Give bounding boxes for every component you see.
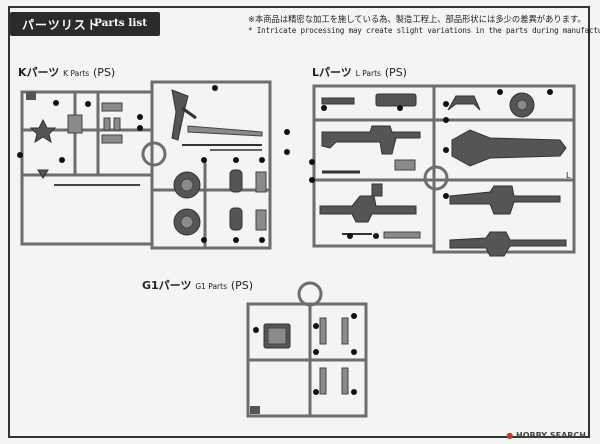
l-part-gun-barrel <box>321 97 355 105</box>
g1-parts-label: G1パーツ G1 Parts (PS) <box>142 279 254 292</box>
manufacturing-note-jp: ※本商品は精密な加工を施している為、製造工程上、部品形状には多少の差異があります… <box>248 14 586 24</box>
l-part-chainsaw <box>451 129 567 167</box>
k-parts-runner <box>17 80 290 250</box>
title-en: Parts list <box>94 17 148 29</box>
page-frame <box>8 6 590 438</box>
k-part-long-blade <box>187 125 263 137</box>
l-part-claw <box>447 95 481 111</box>
k-parts-label: Kパーツ K Parts (PS) <box>18 66 116 79</box>
k-part-bracket <box>101 102 123 112</box>
l-part-heavy-gun <box>449 185 561 215</box>
l-part-rifle <box>321 125 421 155</box>
k-part-block <box>67 114 83 134</box>
title-jp: パーツリスト <box>22 18 100 32</box>
l-part-cannon <box>319 195 417 223</box>
l-parts-runner: L <box>309 84 576 257</box>
hobby-search-watermark: ● HOBBY SEARCH <box>506 431 586 440</box>
svg-text:L: L <box>566 171 571 180</box>
g1-parts-runner <box>246 281 368 418</box>
k-part-axe-blade <box>171 89 189 141</box>
l-part-machine-gun <box>449 231 567 257</box>
g1-part-post <box>319 317 327 345</box>
parts-list-title: パーツリスト Parts list <box>10 12 160 36</box>
manufacturing-note-en: * Intricate processing may create slight… <box>248 26 600 35</box>
k-part-triangle <box>37 169 49 179</box>
k-part-star <box>29 118 57 144</box>
l-parts-label: Lパーツ L Parts (PS) <box>312 66 407 79</box>
